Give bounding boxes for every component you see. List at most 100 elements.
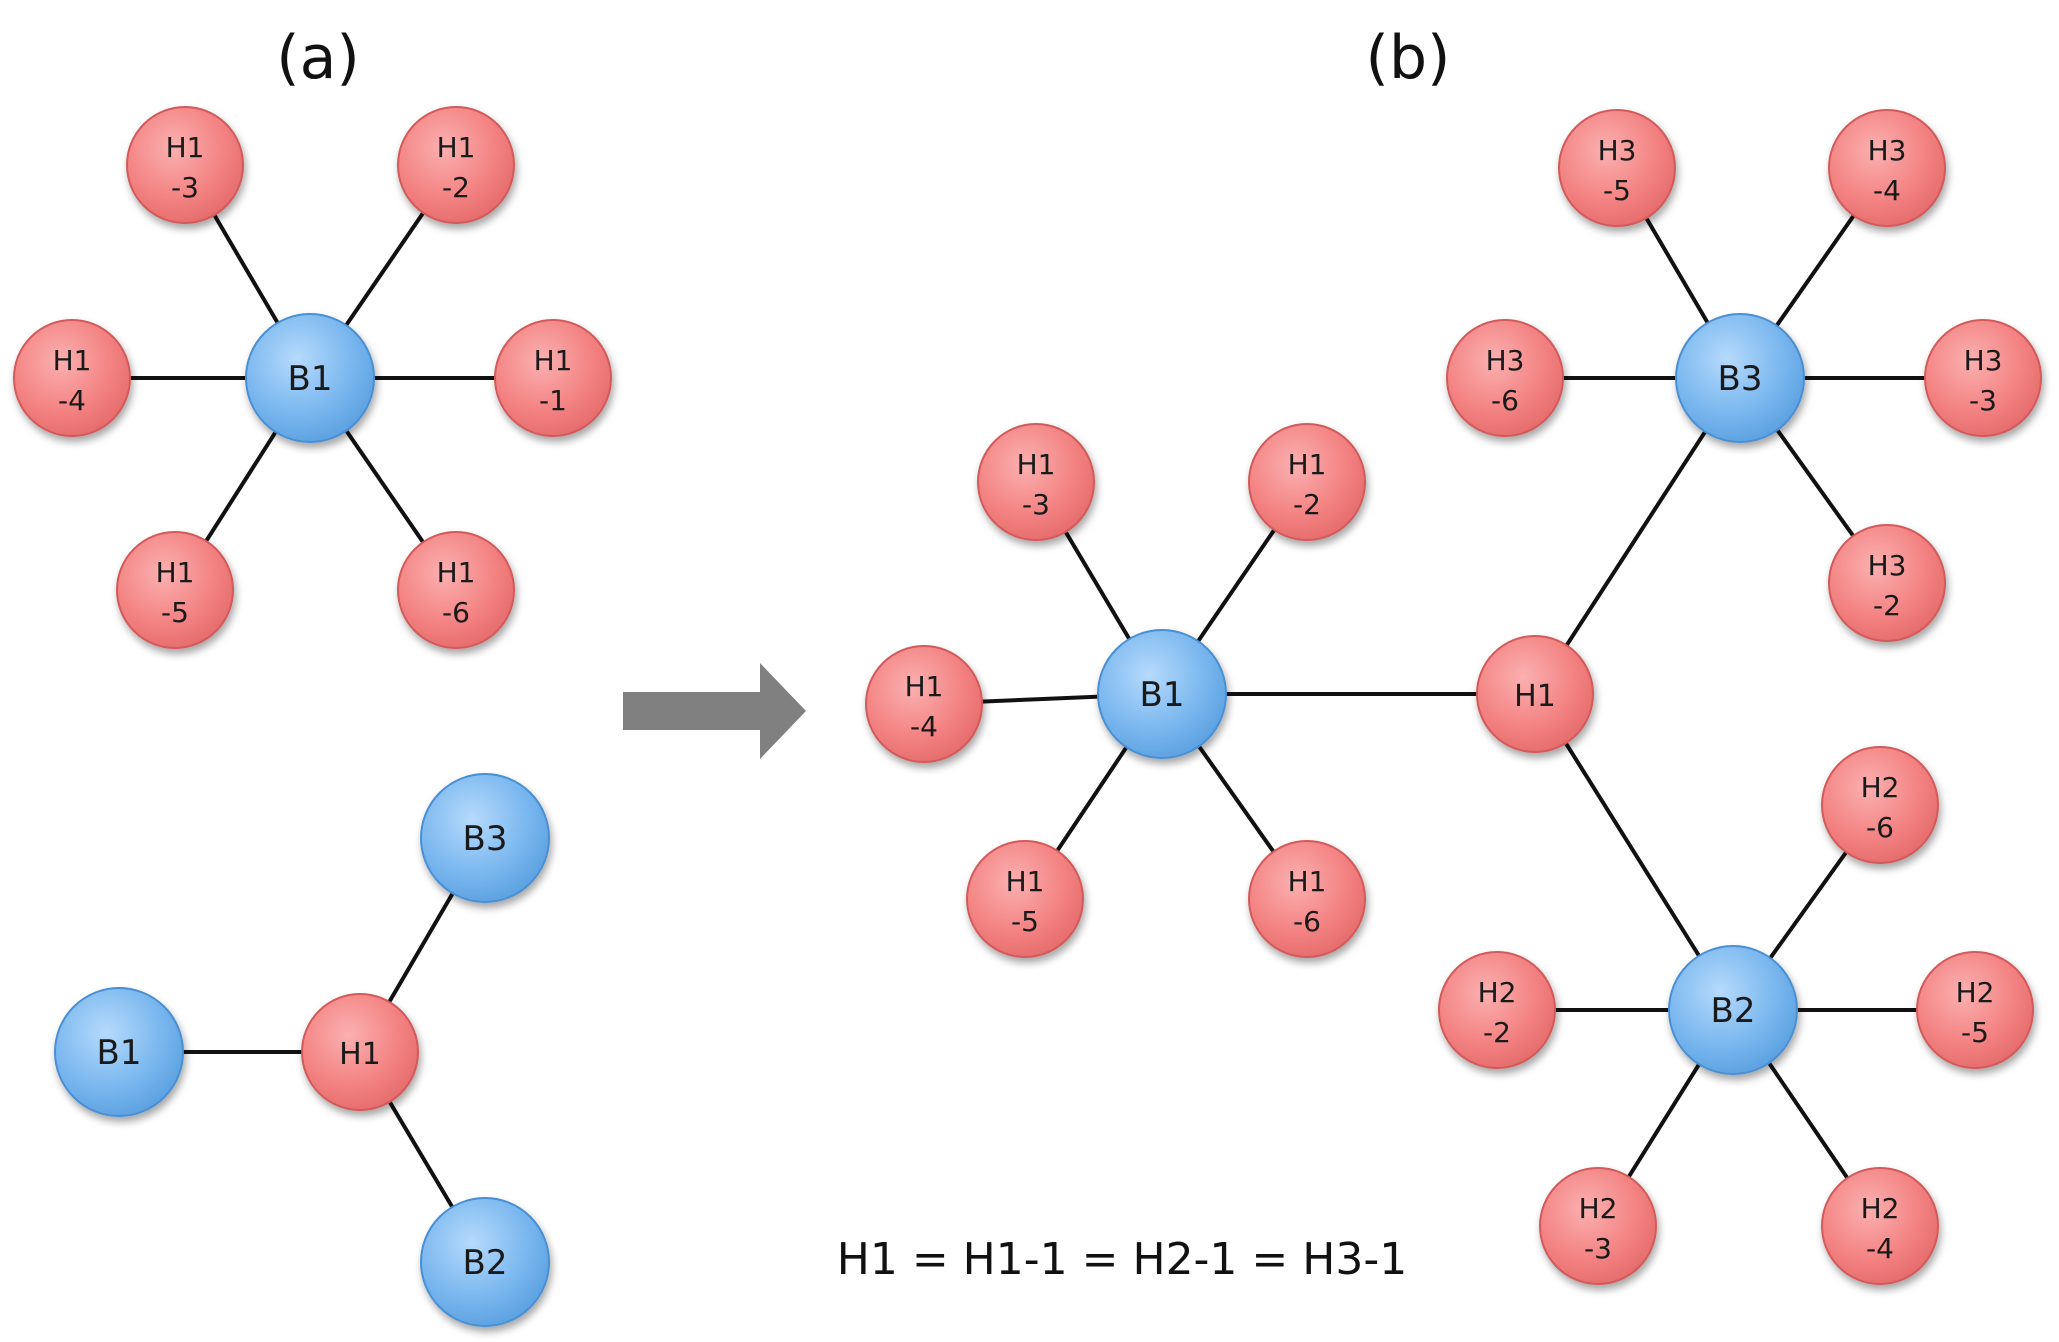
node-sublabel: -6: [442, 596, 470, 629]
red-node-circle: [1828, 524, 1946, 642]
red-node-circle: [116, 531, 234, 649]
blue-node-circle: [1668, 945, 1798, 1075]
node-sublabel: -2: [1293, 488, 1321, 521]
node-label: B1: [288, 359, 333, 399]
red-node-circle: [397, 531, 515, 649]
node-label: H1: [1288, 865, 1327, 898]
node-label: H1: [1006, 865, 1045, 898]
node-a2_B1: B1: [54, 987, 184, 1117]
node-sublabel: -2: [1483, 1016, 1511, 1049]
node-label: B2: [1711, 991, 1756, 1031]
red-node-circle: [1821, 1167, 1939, 1285]
red-node-circle: [1476, 635, 1594, 753]
blue-node-circle: [245, 313, 375, 443]
node-sublabel: -6: [1491, 384, 1519, 417]
node-a2_H1: H1: [301, 993, 419, 1111]
node-b_B1: B1: [1097, 629, 1227, 759]
node-b_B3: B3: [1675, 313, 1805, 443]
red-node-circle: [1558, 109, 1676, 227]
node-label: H1: [905, 670, 944, 703]
node-label: H3: [1486, 344, 1525, 377]
node-a_H1_5: H1-5: [116, 531, 234, 649]
node-sublabel: -5: [1961, 1016, 1989, 1049]
node-label: H1: [156, 556, 195, 589]
node-b_H3_6: H3-6: [1446, 319, 1564, 437]
node-label: B1: [1140, 675, 1185, 715]
node-a_H1_4: H1-4: [13, 319, 131, 437]
blue-node-circle: [1097, 629, 1227, 759]
node-sublabel: -3: [171, 171, 199, 204]
red-node-circle: [13, 319, 131, 437]
node-b_H3_5: H3-5: [1558, 109, 1676, 227]
node-sublabel: -4: [1866, 1232, 1894, 1265]
node-b_B2: B2: [1668, 945, 1798, 1075]
node-b_H2_2: H2-2: [1438, 951, 1556, 1069]
node-label: H1: [1017, 448, 1056, 481]
red-node-circle: [1446, 319, 1564, 437]
node-sublabel: -6: [1866, 811, 1894, 844]
node-sublabel: -5: [161, 596, 189, 629]
node-label: B3: [1718, 359, 1763, 399]
node-label: H1: [437, 556, 476, 589]
node-sublabel: -6: [1293, 905, 1321, 938]
red-node-circle: [1248, 423, 1366, 541]
node-a2_B3: B3: [420, 773, 550, 903]
node-b_H1_2: H1-2: [1248, 423, 1366, 541]
blue-node-circle: [54, 987, 184, 1117]
red-node-circle: [977, 423, 1095, 541]
node-sublabel: -4: [1873, 174, 1901, 207]
node-b_H3_3: H3-3: [1924, 319, 2042, 437]
red-node-circle: [494, 319, 612, 437]
red-node-circle: [966, 840, 1084, 958]
node-sublabel: -3: [1022, 488, 1050, 521]
node-sublabel: -3: [1969, 384, 1997, 417]
node-a_H1_2: H1-2: [397, 106, 515, 224]
node-sublabel: -4: [910, 710, 938, 743]
node-a_B1: B1: [245, 313, 375, 443]
node-b_H3_4: H3-4: [1828, 109, 1946, 227]
node-sublabel: -1: [539, 384, 567, 417]
node-sublabel: -5: [1603, 174, 1631, 207]
red-node-circle: [1924, 319, 2042, 437]
node-a2_B2: B2: [420, 1197, 550, 1327]
node-label: H1: [1514, 679, 1556, 714]
red-node-circle: [126, 106, 244, 224]
node-b_H3_2: H3-2: [1828, 524, 1946, 642]
red-node-circle: [1248, 840, 1366, 958]
red-node-circle: [301, 993, 419, 1111]
node-label: H1: [534, 344, 573, 377]
red-node-circle: [397, 106, 515, 224]
node-b_H1_5: H1-5: [966, 840, 1084, 958]
node-b_H2_3: H2-3: [1539, 1167, 1657, 1285]
node-label: B2: [463, 1243, 508, 1283]
node-label: B1: [97, 1033, 142, 1073]
node-label: H3: [1964, 344, 2003, 377]
node-b_H1_4: H1-4: [865, 645, 983, 763]
node-label: B3: [463, 819, 508, 859]
equivalence-equation: H1 = H1-1 = H2-1 = H3-1: [837, 1234, 1407, 1285]
transform-arrow-icon: [623, 663, 806, 759]
red-node-circle: [1828, 109, 1946, 227]
node-label: H3: [1868, 549, 1907, 582]
node-label: H3: [1868, 134, 1907, 167]
panel-a-label: (a): [276, 23, 360, 93]
node-label: H2: [1579, 1192, 1618, 1225]
node-sublabel: -5: [1011, 905, 1039, 938]
red-node-circle: [865, 645, 983, 763]
node-a_H1_1: H1-1: [494, 319, 612, 437]
panel-b-label: (b): [1366, 23, 1451, 93]
node-b_H2_5: H2-5: [1916, 951, 2034, 1069]
node-label: H2: [1956, 976, 1995, 1009]
node-label: H1: [339, 1037, 381, 1072]
node-label: H1: [1288, 448, 1327, 481]
node-sublabel: -4: [58, 384, 86, 417]
red-node-circle: [1916, 951, 2034, 1069]
node-a_H1_6: H1-6: [397, 531, 515, 649]
red-node-circle: [1821, 746, 1939, 864]
node-label: H2: [1861, 1192, 1900, 1225]
red-node-circle: [1438, 951, 1556, 1069]
node-label: H1: [437, 131, 476, 164]
node-sublabel: -3: [1584, 1232, 1612, 1265]
